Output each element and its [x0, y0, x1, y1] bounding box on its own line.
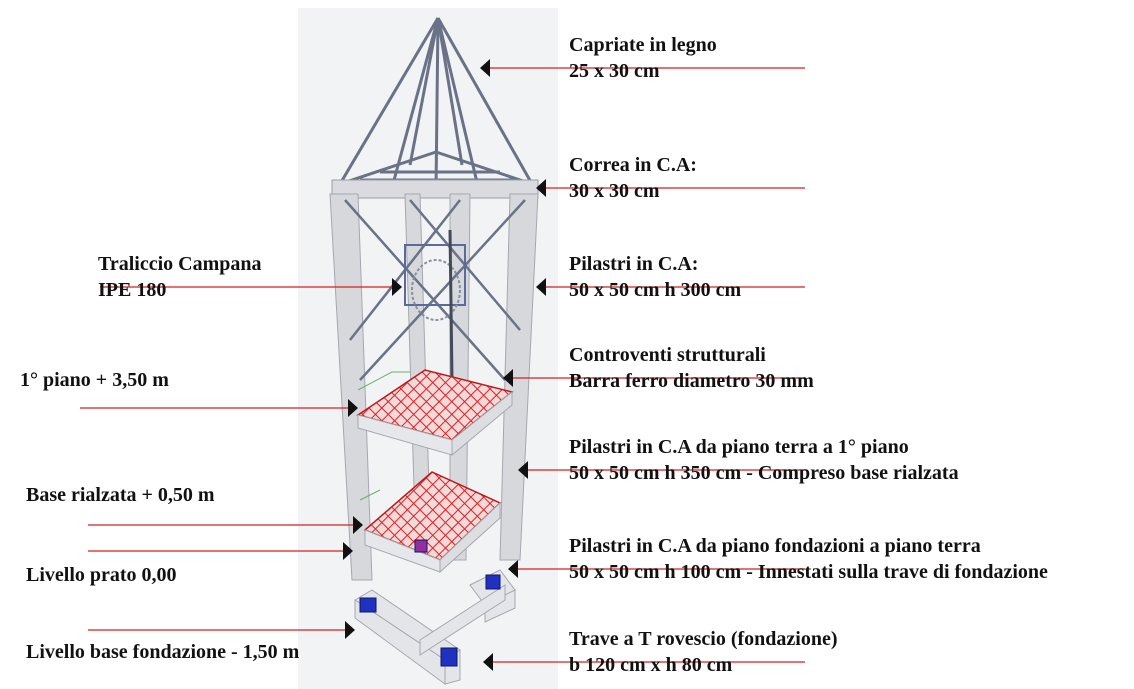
- label-trave-size: b 120 cm x h 80 cm: [569, 654, 733, 676]
- label-pilastri-low: Pilastri in C.A da piano fondazioni a pi…: [569, 533, 1048, 585]
- label-pilastri-mid-title: Pilastri in C.A da piano terra a 1° pian…: [569, 436, 909, 458]
- label-correa: Correa in C.A: 30 x 30 cm: [569, 152, 697, 204]
- label-livello-fondazione-level: Livello base fondazione - 1,50 m: [26, 641, 300, 663]
- label-traliccio-title: Traliccio Campana: [98, 253, 262, 275]
- column-bases: [359, 539, 501, 667]
- label-pilastri-top-size: 50 x 50 cm h 300 cm: [569, 279, 742, 301]
- label-capriate: Capriate in legno 25 x 30 cm: [569, 32, 717, 84]
- arrow-heads: [343, 59, 546, 671]
- label-controventi-size: Barra ferro diametro 30 mm: [569, 370, 814, 392]
- label-pilastri-mid: Pilastri in C.A da piano terra a 1° pian…: [569, 434, 959, 486]
- label-traliccio: Traliccio Campana IPE 180: [98, 251, 262, 303]
- label-piano1: 1° piano + 3,50 m: [20, 367, 169, 393]
- label-base-rialzata-level: Base rialzata + 0,50 m: [26, 484, 215, 506]
- label-correa-size: 30 x 30 cm: [569, 180, 660, 202]
- label-livello-prato-level: Livello prato 0,00: [26, 564, 177, 586]
- label-capriate-title: Capriate in legno: [569, 34, 717, 56]
- handrail: [357, 371, 410, 501]
- label-pilastri-mid-size: 50 x 50 cm h 350 cm - Compreso base rial…: [569, 462, 959, 484]
- label-controventi-title: Controventi strutturali: [569, 344, 766, 366]
- label-pilastri-low-title: Pilastri in C.A da piano fondazioni a pi…: [569, 535, 981, 557]
- bell-frame: [404, 229, 466, 381]
- label-capriate-size: 25 x 30 cm: [569, 60, 660, 82]
- label-correa-title: Correa in C.A:: [569, 154, 697, 176]
- label-livello-prato: Livello prato 0,00: [26, 562, 177, 588]
- label-pilastri-top-title: Pilastri in C.A:: [569, 253, 699, 275]
- label-base-rialzata: Base rialzata + 0,50 m: [26, 482, 215, 508]
- label-livello-fondazione: Livello base fondazione - 1,50 m: [26, 639, 299, 665]
- label-trave: Trave a T rovescio (fondazione) b 120 cm…: [569, 626, 838, 678]
- ring-beam: [331, 179, 539, 199]
- label-trave-title: Trave a T rovescio (fondazione): [569, 628, 838, 650]
- label-traliccio-size: IPE 180: [98, 279, 167, 301]
- label-controventi: Controventi strutturali Barra ferro diam…: [569, 342, 814, 394]
- label-piano1-level: 1° piano + 3,50 m: [20, 369, 169, 391]
- label-pilastri-top: Pilastri in C.A: 50 x 50 cm h 300 cm: [569, 251, 741, 303]
- foundation-beams: [354, 569, 516, 685]
- leader-lines: [80, 67, 805, 663]
- label-pilastri-low-size: 50 x 50 cm h 100 cm - Innestati sulla tr…: [569, 561, 1048, 583]
